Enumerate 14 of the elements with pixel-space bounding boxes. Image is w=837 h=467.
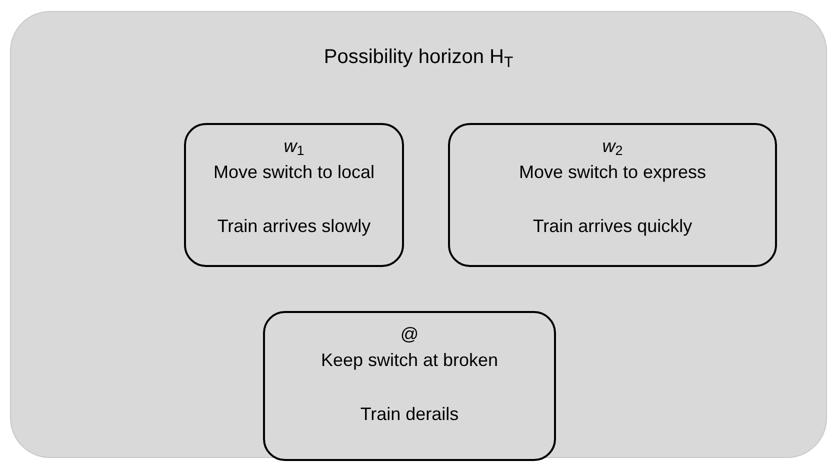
outcome-text: Train arrives quickly — [532, 215, 692, 238]
world-symbol: @ — [400, 323, 419, 346]
action-text: Keep switch at broken — [320, 349, 498, 372]
horizon-panel — [10, 11, 827, 458]
world-symbol: w$_{2}$ — [602, 135, 623, 159]
world-symbol: w$_{1}$ — [284, 135, 304, 159]
world-box — [448, 123, 777, 267]
action-text: Move switch to local — [213, 161, 375, 184]
action-text: Move switch to express — [518, 161, 706, 184]
world-box — [263, 311, 556, 461]
world-box — [184, 123, 404, 267]
outcome-text: Train arrives slowly — [217, 215, 371, 238]
panel-title: Possibility horizon H$_{T}$ — [324, 45, 514, 72]
outcome-text: Train derails — [360, 403, 459, 426]
